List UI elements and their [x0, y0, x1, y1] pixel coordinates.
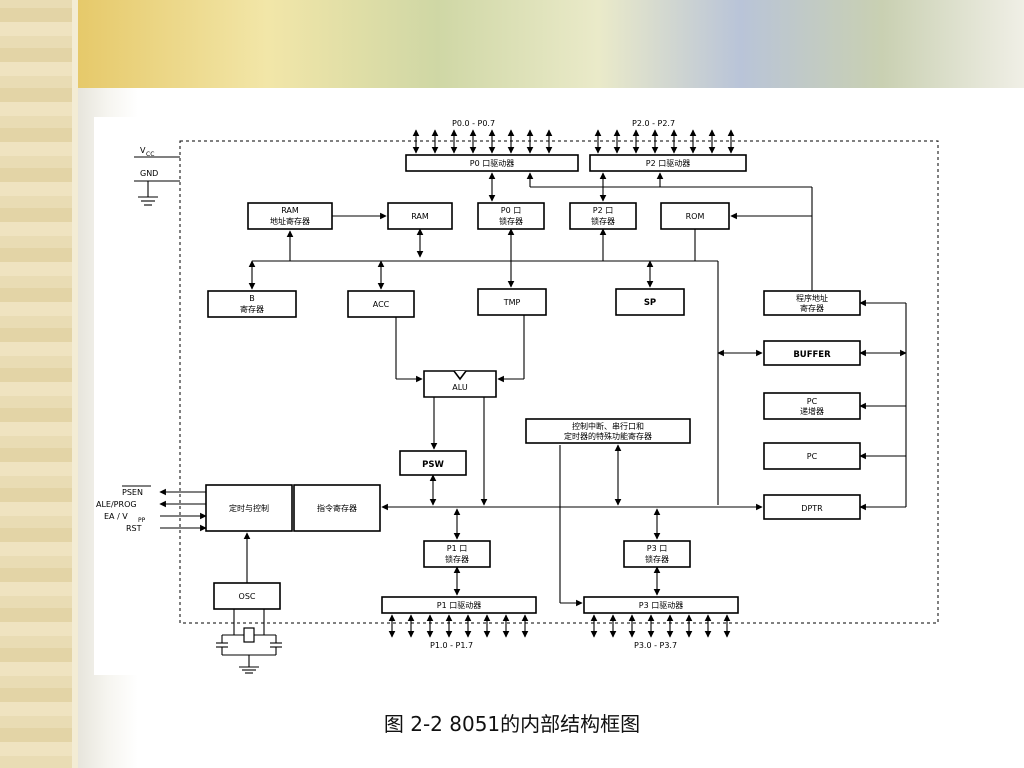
timing-control-block: 定时与控制	[205, 484, 293, 532]
p1-pin-arrows	[388, 614, 529, 638]
svg-text:P0 口驱动器: P0 口驱动器	[470, 158, 514, 168]
b-register-block: B 寄存器	[207, 290, 297, 318]
svg-text:P0 口: P0 口	[501, 206, 521, 215]
p2-pin-arrows	[594, 129, 735, 154]
svg-text:ROM: ROM	[686, 212, 705, 221]
svg-text:PP: PP	[138, 517, 146, 524]
ram-address-register-block: RAM 地址寄存器	[247, 202, 333, 230]
svg-text:B: B	[249, 294, 255, 303]
svg-text:P3 口驱动器: P3 口驱动器	[639, 600, 683, 610]
diagram-panel: V CC GND P0.0 - P0.7 P2.0 - P2.7 P0 口驱动器…	[94, 117, 940, 675]
psw-block: PSW	[399, 450, 467, 476]
svg-text:GND: GND	[140, 169, 158, 178]
svg-text:定时器的特殊功能寄存器: 定时器的特殊功能寄存器	[564, 431, 652, 441]
slide-background-header	[78, 0, 1024, 88]
p1-latch-block: P1 口 锁存器	[423, 540, 491, 568]
acc-block: ACC	[347, 290, 415, 318]
gnd-pin: GND	[134, 169, 180, 206]
svg-text:TMP: TMP	[503, 298, 521, 307]
svg-text:CC: CC	[146, 151, 154, 158]
control-pins: PSEN ALE/PROG EA / V PP RST	[96, 485, 207, 533]
svg-text:RAM: RAM	[411, 212, 429, 221]
pc-incrementer-block: PC 递增器	[763, 392, 861, 420]
sp-block: SP	[615, 288, 685, 316]
svg-text:BUFFER: BUFFER	[793, 350, 831, 360]
pc-block: PC	[763, 442, 861, 470]
svg-text:寄存器: 寄存器	[240, 304, 264, 314]
svg-text:ALU: ALU	[452, 383, 468, 392]
bus-connections	[243, 172, 907, 607]
ram-block: RAM	[387, 202, 453, 230]
dptr-block: DPTR	[763, 494, 861, 520]
buffer-block: BUFFER	[763, 340, 861, 366]
svg-text:PSEN: PSEN	[122, 488, 143, 497]
svg-text:控制中断、串行口和: 控制中断、串行口和	[572, 421, 644, 431]
slide-background-left	[0, 0, 78, 768]
svg-text:P3 口: P3 口	[647, 544, 667, 553]
svg-text:程序地址: 程序地址	[796, 293, 828, 303]
svg-text:指令寄存器: 指令寄存器	[317, 503, 357, 513]
crystal-circuit	[216, 609, 282, 674]
svg-text:PSW: PSW	[422, 460, 444, 470]
p2-driver-block: P2 口驱动器	[589, 154, 747, 172]
svg-text:锁存器: 锁存器	[445, 554, 469, 564]
chip-boundary	[179, 140, 939, 624]
svg-text:RST: RST	[126, 524, 142, 533]
p3-pin-arrows	[590, 614, 731, 638]
instruction-register-block: 指令寄存器	[293, 484, 381, 532]
svg-text:P1 口: P1 口	[447, 544, 467, 553]
svg-text:SP: SP	[644, 298, 656, 308]
p1-pins-label: P1.0 - P1.7	[430, 641, 473, 650]
sfr-block: 控制中断、串行口和 定时器的特殊功能寄存器	[525, 418, 691, 444]
svg-text:RAM: RAM	[281, 206, 299, 215]
p1-driver-block: P1 口驱动器	[381, 596, 537, 614]
figure-caption: 图 2-2 8051的内部结构框图	[383, 712, 641, 736]
svg-text:P1 口驱动器: P1 口驱动器	[437, 600, 481, 610]
rom-block: ROM	[660, 202, 730, 230]
p3-latch-block: P3 口 锁存器	[623, 540, 691, 568]
svg-text:ALE/PROG: ALE/PROG	[96, 500, 137, 509]
svg-text:DPTR: DPTR	[801, 504, 823, 513]
osc-block: OSC	[213, 582, 281, 610]
svg-text:EA / V: EA / V	[104, 512, 128, 521]
svg-text:锁存器: 锁存器	[645, 554, 669, 564]
svg-text:锁存器: 锁存器	[591, 216, 615, 226]
svg-text:递增器: 递增器	[800, 406, 824, 416]
svg-text:PC: PC	[807, 452, 818, 461]
vcc-pin: V CC	[134, 146, 180, 158]
alu-block: ALU	[423, 370, 497, 398]
p0-pin-arrows	[412, 129, 553, 154]
p3-driver-block: P3 口驱动器	[583, 596, 739, 614]
svg-text:V: V	[140, 146, 146, 155]
p0-pins-label: P0.0 - P0.7	[452, 119, 495, 128]
svg-text:P2 口驱动器: P2 口驱动器	[646, 158, 690, 168]
svg-text:ACC: ACC	[373, 300, 390, 309]
block-diagram: V CC GND P0.0 - P0.7 P2.0 - P2.7 P0 口驱动器…	[96, 119, 939, 674]
p0-latch-block: P0 口 锁存器	[477, 202, 545, 230]
svg-text:PC: PC	[807, 397, 818, 406]
svg-text:OSC: OSC	[239, 592, 256, 601]
p2-pins-label: P2.0 - P2.7	[632, 119, 675, 128]
p2-latch-block: P2 口 锁存器	[569, 202, 637, 230]
program-address-register-block: 程序地址 寄存器	[763, 290, 861, 316]
svg-text:地址寄存器: 地址寄存器	[270, 216, 310, 226]
svg-text:锁存器: 锁存器	[499, 216, 523, 226]
svg-text:寄存器: 寄存器	[800, 303, 824, 313]
svg-text:P2 口: P2 口	[593, 206, 613, 215]
p3-pins-label: P3.0 - P3.7	[634, 641, 677, 650]
tmp-block: TMP	[477, 288, 547, 316]
svg-text:定时与控制: 定时与控制	[229, 503, 269, 513]
p0-driver-block: P0 口驱动器	[405, 154, 579, 172]
